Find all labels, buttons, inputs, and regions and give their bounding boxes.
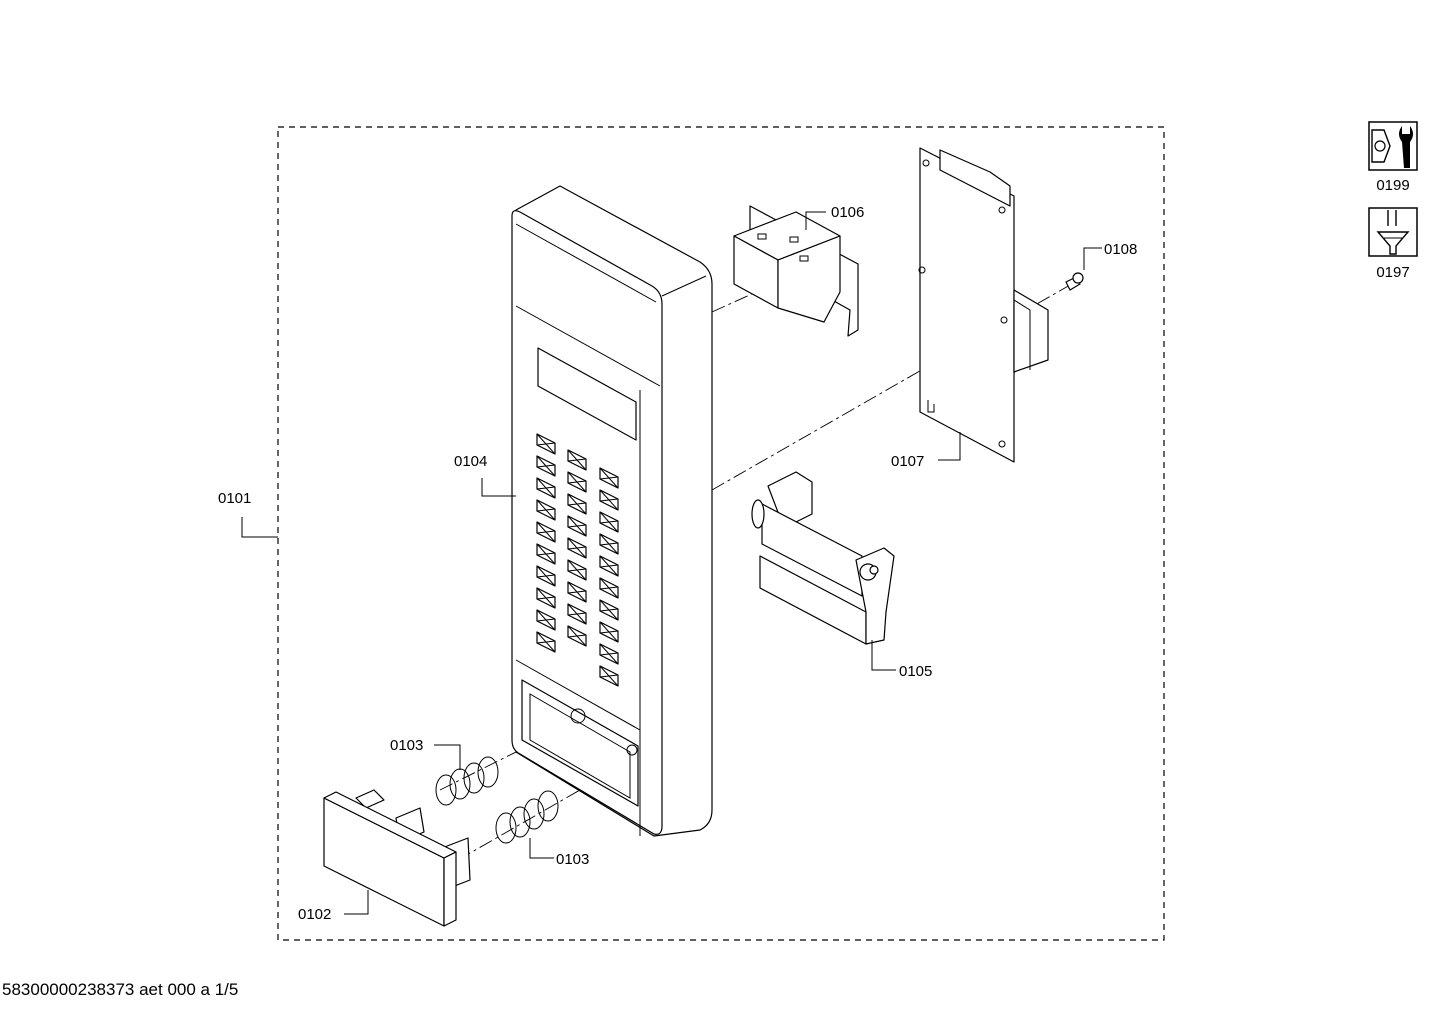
keypad-key <box>599 467 619 489</box>
keypad-key <box>567 559 587 581</box>
label-0105: 0105 <box>899 663 932 680</box>
document-footer: 58300000238373 aet 000 a 1/5 <box>2 980 239 999</box>
assembly-frame <box>277 126 1165 941</box>
push-button <box>323 789 471 927</box>
keypad-key <box>567 581 587 603</box>
keypad-key <box>536 587 556 609</box>
keypad-key <box>599 643 619 665</box>
label-0102: 0102 <box>298 906 331 923</box>
keypad-key <box>599 599 619 621</box>
keypad-key <box>536 499 556 521</box>
keypad-key <box>599 511 619 533</box>
keypad-key <box>567 493 587 515</box>
wrench-nut-icon <box>1368 121 1418 171</box>
side-label-0197: 0197 <box>1376 264 1410 281</box>
keypad-key <box>599 577 619 599</box>
keypad-key <box>536 455 556 477</box>
label-0104: 0104 <box>454 453 487 470</box>
spring-upper <box>435 756 499 806</box>
keypad-key <box>536 521 556 543</box>
keypad-key <box>567 515 587 537</box>
label-0107: 0107 <box>891 453 924 470</box>
screw-part <box>1065 272 1084 291</box>
side-label-0199: 0199 <box>1376 177 1410 194</box>
keypad-key <box>536 543 556 565</box>
keypad-key <box>536 631 556 653</box>
label-0101: 0101 <box>218 490 251 507</box>
part-labels: 0101 0102 0103 0103 0104 0105 0106 0107 … <box>218 204 1137 923</box>
keypad-key <box>599 555 619 577</box>
label-0108: 0108 <box>1104 241 1137 258</box>
spring-lower <box>495 790 559 844</box>
keypad-key <box>567 537 587 559</box>
label-0103-lower: 0103 <box>556 851 589 868</box>
keypad-key <box>599 533 619 555</box>
keypad-key <box>567 471 587 493</box>
keypad-key <box>599 665 619 687</box>
keypad-key <box>567 603 587 625</box>
screw-driver-icon <box>1368 207 1418 257</box>
keypad-key <box>536 609 556 631</box>
keypad-key <box>599 621 619 643</box>
keypad-key <box>536 477 556 499</box>
label-0103-upper: 0103 <box>390 737 423 754</box>
keypad-key <box>536 565 556 587</box>
module-part <box>733 205 859 337</box>
keypad-key <box>536 433 556 455</box>
control-panel-housing <box>511 185 713 837</box>
keypad-key <box>567 449 587 471</box>
door-lever <box>751 471 895 645</box>
leader-lines <box>241 211 1102 915</box>
label-0106: 0106 <box>831 204 864 221</box>
circuit-board <box>918 147 1049 463</box>
keypad-buttons <box>536 433 619 687</box>
keypad-key <box>599 489 619 511</box>
keypad-key <box>567 625 587 647</box>
